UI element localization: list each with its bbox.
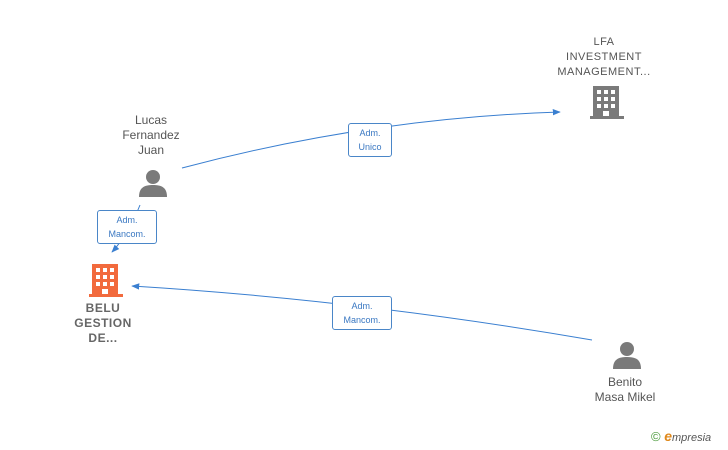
- node-belu-gestion[interactable]: BELU GESTION DE...: [60, 301, 146, 346]
- brand-initial: e: [664, 428, 673, 444]
- node-label-line: INVESTMENT: [566, 51, 642, 63]
- edge-label-adm-mancom-benito[interactable]: Adm. Mancom.: [332, 296, 392, 330]
- node-label-line: GESTION: [74, 316, 132, 330]
- node-label-line: MANAGEMENT...: [557, 66, 651, 78]
- node-label-line: Masa Mikel: [594, 390, 656, 404]
- edge-label-line: Adm.: [359, 128, 381, 138]
- node-label-line: BELU: [85, 301, 121, 315]
- edge-label-adm-unico[interactable]: Adm. Unico: [348, 123, 392, 157]
- edge-label-line: Mancom.: [343, 315, 381, 325]
- node-benito-masa-mikel[interactable]: Benito Masa Mikel: [580, 375, 670, 405]
- person-icon: [139, 170, 167, 197]
- building-icon: [89, 264, 123, 297]
- empresia-logo: © empresia: [651, 428, 711, 444]
- building-icon: [590, 86, 624, 119]
- edge-label-line: Mancom.: [108, 229, 146, 239]
- node-label-line: Fernandez: [122, 128, 180, 142]
- person-icon: [613, 342, 641, 369]
- node-label-line: Lucas: [134, 113, 168, 127]
- edge-label-line: Adm.: [351, 301, 373, 311]
- copyright-symbol: ©: [651, 429, 661, 444]
- node-label-line: Benito: [607, 375, 643, 389]
- node-lucas-fernandez-juan[interactable]: Lucas Fernandez Juan: [110, 113, 192, 158]
- node-label-line: LFA: [593, 36, 615, 48]
- edge-label-adm-mancom-lucas[interactable]: Adm. Mancom.: [97, 210, 157, 244]
- node-lfa-investment[interactable]: LFA INVESTMENT MANAGEMENT...: [540, 35, 668, 80]
- brand-name: mpresia: [672, 432, 712, 444]
- edge-label-line: Adm.: [116, 215, 138, 225]
- edge-label-line: Unico: [358, 142, 382, 152]
- node-label-line: Juan: [137, 143, 165, 157]
- node-label-line: DE...: [88, 331, 118, 345]
